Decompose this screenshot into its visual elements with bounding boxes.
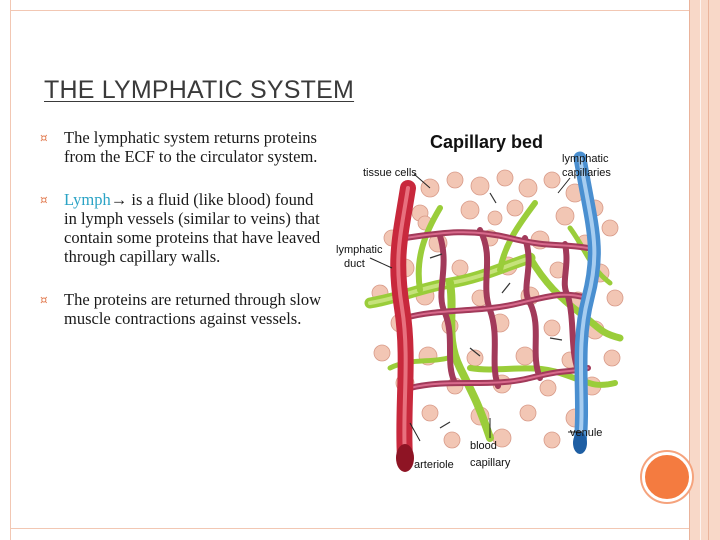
diagram-title: Capillary bed [430, 132, 543, 152]
frame-top-line [10, 10, 700, 11]
bullet-item: ¤ Lymph→ is a fluid (like blood) found i… [40, 190, 330, 266]
bullet-text: is a fluid (like blood) found in lymph v… [64, 190, 321, 266]
label-lymphatic-duct-line2: duct [344, 258, 365, 270]
label-arteriole: arteriole [414, 459, 454, 471]
label-lymphatic-capillaries-line2: capillaries [562, 167, 611, 179]
label-blood-capillary-line2: capillary [470, 457, 511, 469]
bullet-marker-icon: ¤ [40, 193, 48, 207]
capillary-bed-diagram: Capillary bed tissue cells lymphatic cap… [336, 132, 630, 472]
label-tissue-cells: tissue cells [363, 167, 417, 179]
label-lymphatic-capillaries-line1: lymphatic [562, 153, 609, 165]
bullet-marker-icon: ¤ [40, 293, 48, 307]
accent-circle-decoration [642, 452, 692, 502]
bullet-item: ¤ The proteins are returned through slow… [40, 290, 330, 328]
frame-bottom-line [10, 528, 700, 529]
arrow-icon: → [110, 190, 128, 209]
side-decor-line [689, 0, 690, 540]
venule-vessel [573, 151, 601, 454]
arteriole-vessel [390, 180, 416, 472]
label-lymphatic-duct-line1: lymphatic [336, 244, 383, 256]
frame-left-line [10, 0, 11, 540]
flow-arrows [429, 192, 563, 429]
bullet-highlight: Lymph [64, 190, 111, 209]
side-decor-band [690, 0, 720, 540]
side-decor-line [700, 0, 701, 540]
label-blood-capillary-line1: blood [470, 440, 497, 452]
bullet-marker-icon: ¤ [40, 131, 48, 145]
label-venule: venule [570, 427, 602, 439]
bullet-item: ¤ The lymphatic system returns proteins … [40, 128, 330, 166]
side-decor-line [708, 0, 709, 540]
bullet-text: The lymphatic system returns proteins fr… [64, 128, 318, 166]
slide-title: THE LYMPHATIC SYSTEM [44, 76, 355, 104]
bullet-list: ¤ The lymphatic system returns proteins … [40, 128, 330, 328]
capillary-highlights [404, 231, 589, 389]
bullet-text: The proteins are returned through slow m… [64, 290, 322, 328]
label-leaders [369, 173, 582, 442]
